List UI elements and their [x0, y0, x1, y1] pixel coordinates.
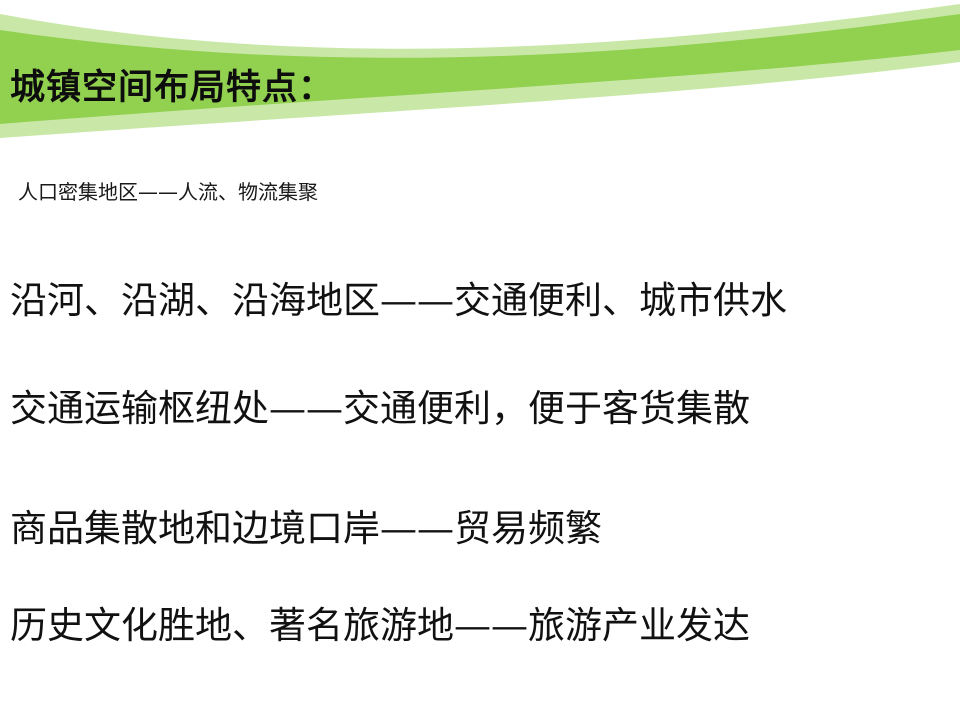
banner-main-wave [0, 14, 960, 124]
point-transport-hub: 交通运输枢纽处——交通便利，便于客货集散 [10, 387, 750, 430]
slide-title: 城镇空间布局特点： [10, 68, 335, 108]
point-tourism-site: 历史文化胜地、著名旅游地——旅游产业发达 [10, 604, 750, 647]
point-rivers-lakes-coast: 沿河、沿湖、沿海地区——交通便利、城市供水 [10, 279, 787, 322]
slide-subtitle: 人口密集地区——人流、物流集聚 [18, 180, 318, 204]
title-banner [0, 4, 960, 138]
point-trade-port: 商品集散地和边境口岸——贸易频繁 [10, 507, 602, 550]
